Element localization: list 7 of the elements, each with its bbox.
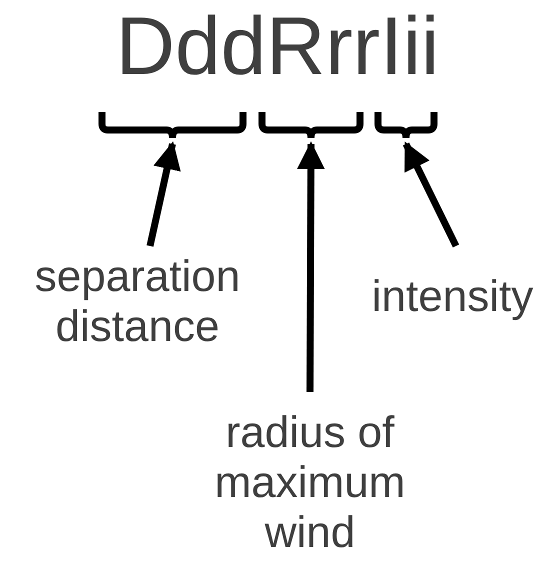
annotation-label: radius of maximum wind [180,408,440,558]
code-text: DddRrrIii [114,2,440,92]
annotation-label: intensity [350,272,555,322]
leader-arrow [296,141,325,392]
annotation-label: separation distance [0,252,275,352]
leader-arrow [146,141,181,247]
leader-arrow [402,141,460,248]
